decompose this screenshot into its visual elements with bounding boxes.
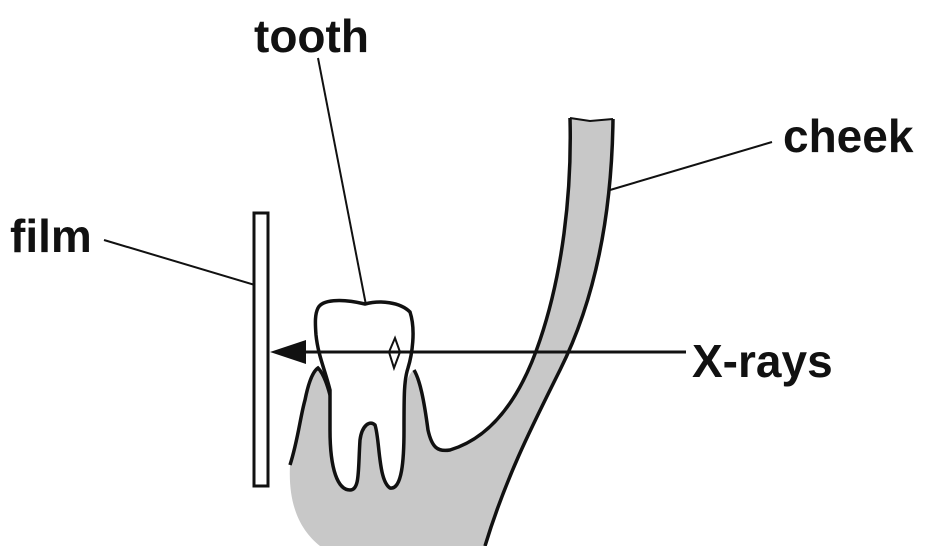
tooth-label: tooth — [254, 10, 369, 62]
cheek-label: cheek — [783, 110, 914, 162]
cheek-leader-line — [610, 142, 772, 190]
film-leader-line — [104, 240, 255, 285]
cheek-inner-edge — [414, 118, 570, 450]
film-label: film — [10, 210, 92, 262]
film-plate — [254, 213, 268, 486]
xray-arrowhead-icon — [270, 340, 306, 364]
tooth-leader-line — [318, 58, 366, 305]
xrays-label: X-rays — [692, 335, 833, 387]
